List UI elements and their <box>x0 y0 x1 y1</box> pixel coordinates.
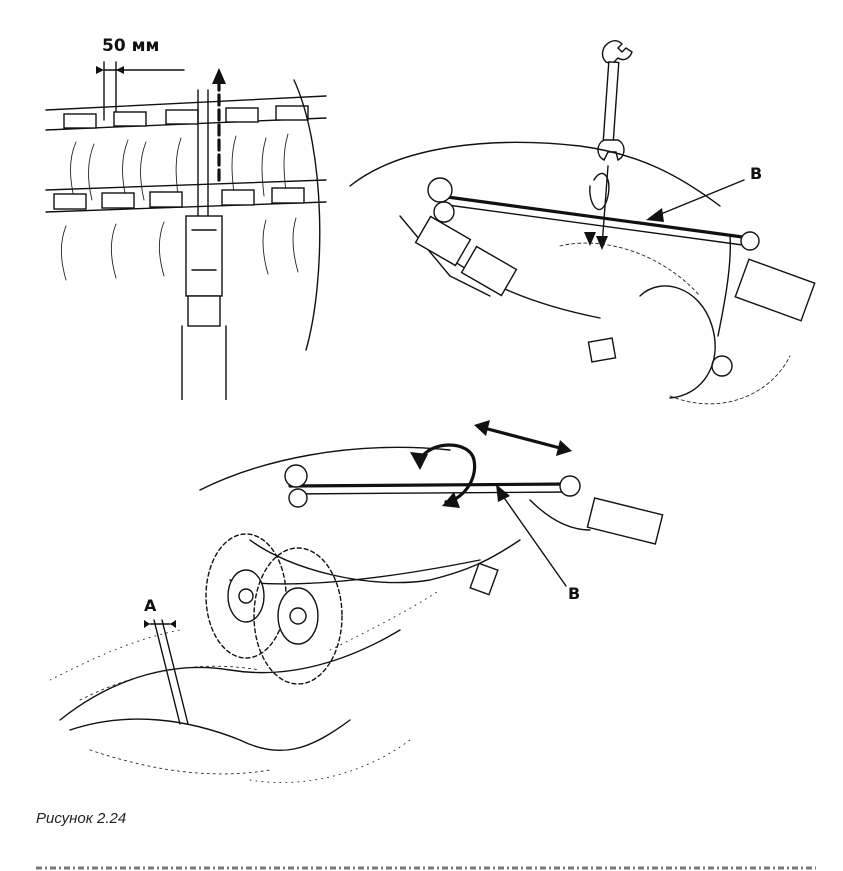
cut-text-edge <box>36 866 816 870</box>
rod-label-bottom: B <box>568 584 581 603</box>
distance-label: 50 мм <box>102 36 160 56</box>
wheel-frame-drawing <box>50 420 664 783</box>
wheel-frame-assembly: A B <box>50 420 700 800</box>
frame-rod-detail: B <box>340 36 826 426</box>
tine-rows-detail: 50 мм <box>36 30 336 400</box>
wrench-icon <box>597 39 633 162</box>
truncated-text-line <box>36 852 816 871</box>
rotate-arrow-icon <box>410 443 477 508</box>
frame-rod-drawing <box>349 39 816 405</box>
double-arrow-icon <box>474 420 572 456</box>
figure-caption: Рисунок 2.24 <box>36 810 127 827</box>
rod-label-top: B <box>750 164 763 183</box>
tine-rows-drawing <box>45 61 327 400</box>
gap-label: A <box>144 596 157 615</box>
